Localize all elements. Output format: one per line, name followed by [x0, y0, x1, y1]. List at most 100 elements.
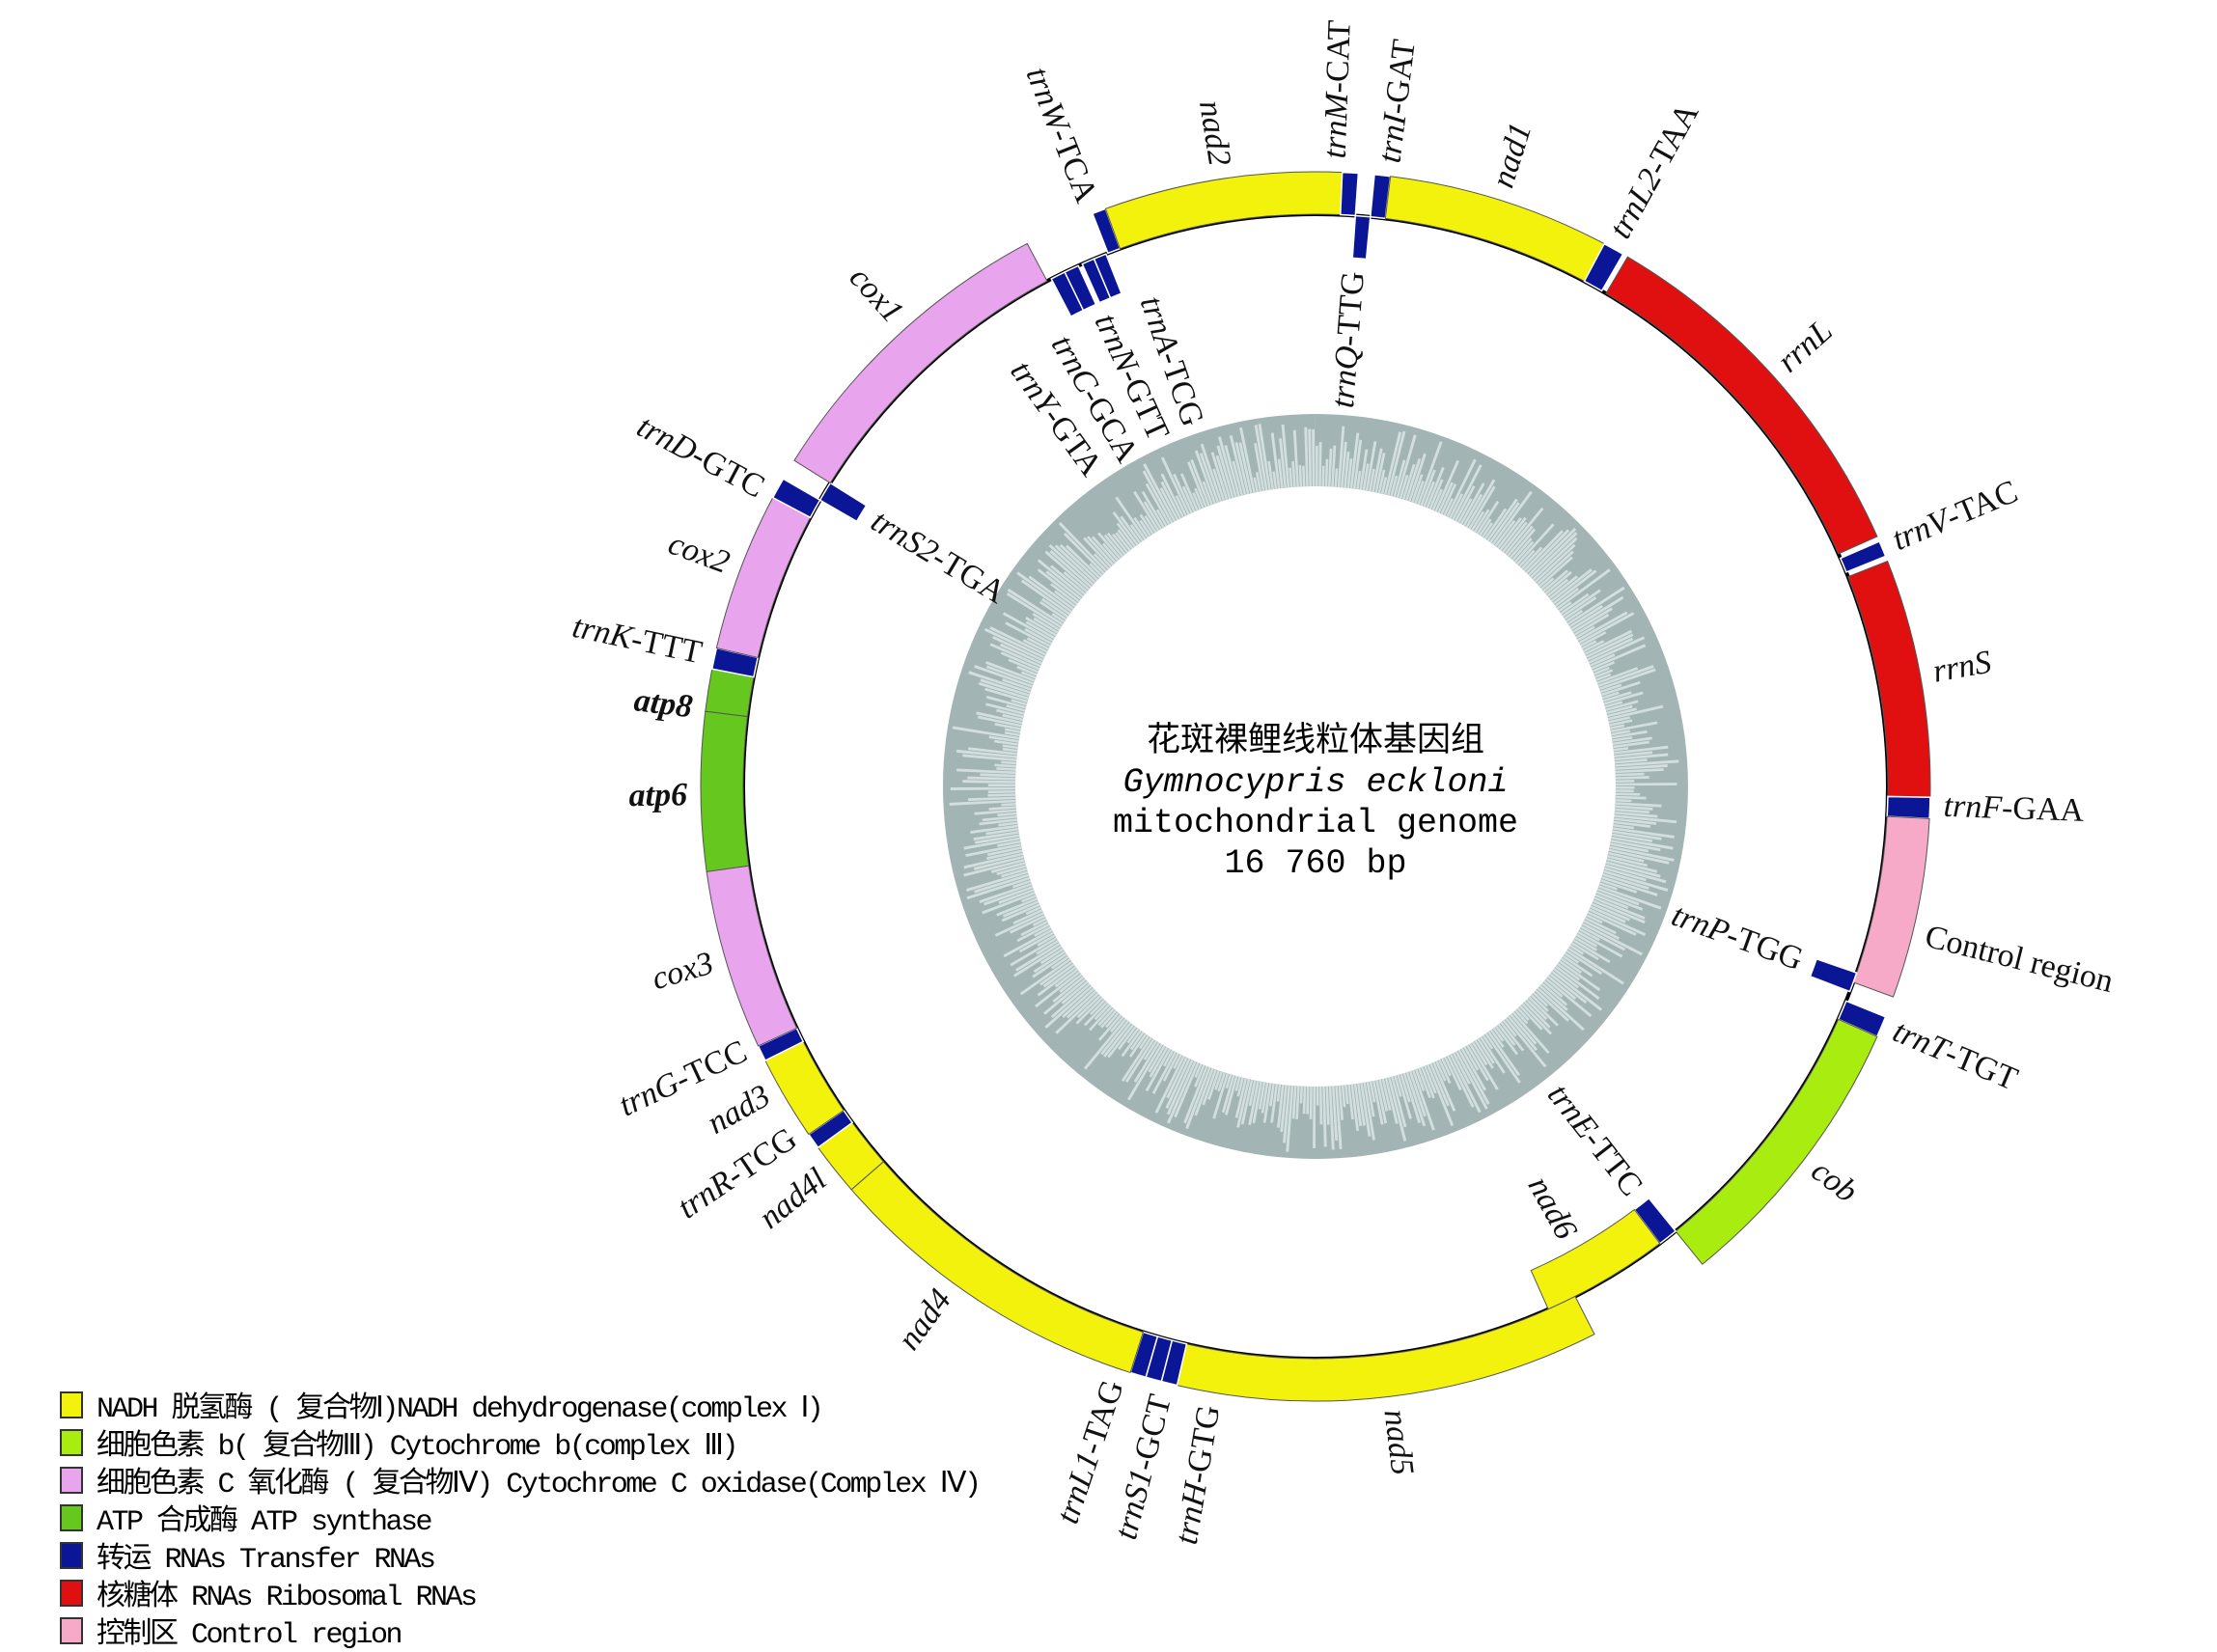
gene-label-nad1: nad1 — [1485, 119, 1539, 192]
gc-ring-bar — [1097, 532, 1122, 560]
gc-ring-bar — [1129, 1031, 1145, 1051]
gene-arc-rrnl — [1605, 256, 1878, 555]
gc-ring-bar — [1387, 1077, 1407, 1142]
gc-ring-bar — [1397, 1074, 1412, 1119]
gc-ring-bar — [1050, 955, 1069, 970]
gc-ring-bar — [1408, 453, 1427, 502]
gc-ring-bar — [1349, 432, 1360, 489]
gc-ring-bar — [1473, 509, 1490, 533]
gc-ring-bar — [1337, 426, 1345, 488]
gc-ring-bar — [1381, 1078, 1392, 1111]
gc-ring-bar — [989, 643, 1041, 668]
gc-ring-bar — [992, 636, 1044, 662]
gc-ring-bar — [1591, 902, 1630, 922]
gc-ring-bar — [1474, 1039, 1494, 1069]
gene-arc-nad6 — [1530, 1208, 1661, 1310]
gc-ring-bar — [1589, 908, 1647, 937]
gc-ring-bar — [1192, 492, 1202, 510]
gc-ring-bar — [1133, 516, 1150, 538]
gc-ring-bar — [1613, 747, 1629, 752]
gc-ring-bar — [1482, 522, 1494, 538]
gc-ring-bar — [1554, 588, 1579, 607]
gc-ring-bar — [1048, 543, 1095, 586]
gc-ring-bar — [1306, 1086, 1310, 1115]
gc-ring-bar — [1572, 607, 1613, 633]
gc-ring-bar — [1007, 588, 1064, 626]
gene-label-rrns: rrnS — [1930, 645, 1994, 690]
gc-ring-bar — [1596, 667, 1639, 684]
gc-ring-bar — [1187, 461, 1207, 508]
gc-ring-bar — [1217, 1072, 1226, 1092]
gc-ring-bar — [1610, 840, 1661, 852]
gc-ring-bar — [1232, 460, 1244, 496]
gc-ring-bar — [1016, 922, 1050, 943]
gc-ring-bar — [1447, 1055, 1475, 1108]
gc-ring-bar — [1548, 575, 1578, 600]
legend-item-trna: 转运 RNAs Transfer RNAs — [60, 1536, 979, 1577]
gc-ring-bar — [1015, 942, 1061, 972]
gc-ring-bar — [1050, 982, 1091, 1019]
gc-ring-bar — [1568, 604, 1603, 628]
gc-ring-bar — [1001, 903, 1040, 922]
gc-ring-bar — [1118, 1026, 1137, 1051]
gc-ring-bar — [1272, 471, 1278, 489]
gc-ring-bar — [1380, 477, 1388, 495]
gc-ring-bar — [1411, 1069, 1435, 1131]
gc-ring-bar — [1159, 487, 1179, 521]
gc-ring-bar — [1033, 617, 1059, 634]
gc-ring-bar — [1202, 481, 1213, 506]
gc-ring-bar — [1415, 1068, 1426, 1091]
gc-ring-bar — [1607, 707, 1638, 718]
gc-ring-bar — [979, 882, 1033, 904]
gc-ring-bar — [1051, 613, 1066, 623]
gc-ring-bar — [1283, 1085, 1290, 1143]
gene-arc-trnv-tac — [1839, 540, 1887, 573]
gc-ring-bar — [1519, 1005, 1543, 1031]
gc-ring-bar — [1020, 671, 1037, 679]
center-title: 花斑裸鲤线粒体基因组 Gymnocypris eckloni mitochond… — [1113, 721, 1518, 883]
gc-ring-bar — [1234, 1078, 1247, 1118]
gc-ring-bar — [1143, 501, 1162, 530]
gc-ring-bar — [1391, 1076, 1407, 1128]
gc-ring-bar — [1574, 936, 1597, 951]
gc-ring-bar — [967, 796, 1016, 802]
gc-ring-bar — [1325, 1086, 1330, 1125]
gc-ring-bar — [1365, 441, 1377, 491]
gc-ring-bar — [1016, 571, 1072, 613]
gc-ring-bar — [1347, 1084, 1354, 1120]
gc-ring-bar — [1492, 1027, 1505, 1042]
gc-ring-bar — [1590, 905, 1626, 923]
gc-ring-bar — [1614, 753, 1669, 761]
gc-ring-bar — [1566, 609, 1584, 622]
gc-ring-bar — [1215, 454, 1232, 500]
legend-swatch — [60, 1466, 83, 1494]
gc-ring-bar — [1491, 490, 1533, 545]
gc-ring-bar — [1446, 458, 1477, 518]
gc-ring-bar — [1530, 532, 1578, 579]
gc-ring-bar — [1591, 644, 1647, 670]
gc-ring-bar — [1615, 799, 1632, 803]
gc-ring-bar — [1449, 493, 1464, 519]
gc-ring-bar — [1401, 463, 1416, 500]
gc-ring-bar — [1499, 516, 1527, 551]
gc-ring-bar — [1608, 848, 1670, 865]
gc-ring-bar — [1035, 971, 1081, 1008]
gc-ring-bar — [1601, 876, 1658, 896]
gc-ring-bar — [1593, 667, 1610, 675]
gc-ring-bar — [988, 806, 1016, 811]
gc-ring-bar — [1374, 453, 1386, 493]
gc-ring-bar — [1429, 1062, 1450, 1107]
gc-ring-bar — [1408, 1070, 1427, 1117]
gc-ring-bar — [1530, 994, 1549, 1012]
gc-ring-bar — [1224, 445, 1240, 497]
gc-ring-bar — [1545, 977, 1593, 1018]
gc-ring-bar — [1039, 600, 1067, 620]
gene-label-atp6: atp6 — [628, 777, 687, 813]
gc-ring-bar — [982, 892, 1036, 915]
gc-ring-bar — [1302, 465, 1306, 487]
gc-ring-bar — [1022, 639, 1048, 653]
gc-ring-bar — [1573, 613, 1610, 636]
gc-ring-bar — [1557, 962, 1581, 981]
gc-ring-bar — [962, 754, 1017, 761]
genome-length: 16 760 bp — [1224, 844, 1406, 883]
